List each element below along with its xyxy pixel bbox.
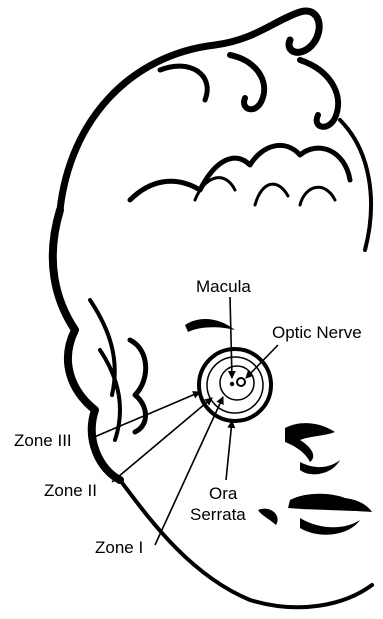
label-zone-3: Zone III xyxy=(14,431,72,450)
zone-3-arrow xyxy=(92,392,200,438)
ora-serrata-ring xyxy=(199,349,271,421)
hair-fringe xyxy=(130,145,350,200)
mouth-lower-lip xyxy=(300,518,360,535)
hair-curl-4 xyxy=(160,66,207,100)
nose xyxy=(285,423,335,462)
hair-fringe-strands xyxy=(195,178,335,205)
ora-serrata-arrow xyxy=(226,421,232,480)
macula-arrow xyxy=(230,297,232,378)
hair-curl-3 xyxy=(300,60,338,127)
hair-top-curls xyxy=(60,11,319,210)
label-zone-1: Zone I xyxy=(95,538,143,557)
macula-dot xyxy=(230,382,234,386)
hair-curl-2 xyxy=(230,55,264,109)
retina-diagram xyxy=(199,349,271,421)
hair-right-strand xyxy=(340,120,371,250)
mouth-upper-lip xyxy=(288,494,372,512)
zone-2-arrow xyxy=(112,398,212,482)
label-ora-serrata-line1: Ora xyxy=(209,484,238,503)
optic-nerve-disc xyxy=(237,378,245,386)
label-ora-serrata-line2: Serrata xyxy=(190,505,246,524)
label-macula: Macula xyxy=(196,277,251,296)
nostrils xyxy=(300,460,340,474)
cheek-shading xyxy=(258,509,278,525)
label-optic-nerve: Optic Nerve xyxy=(272,323,362,342)
label-zone-2: Zone II xyxy=(44,481,97,500)
eyebrow xyxy=(185,319,235,332)
